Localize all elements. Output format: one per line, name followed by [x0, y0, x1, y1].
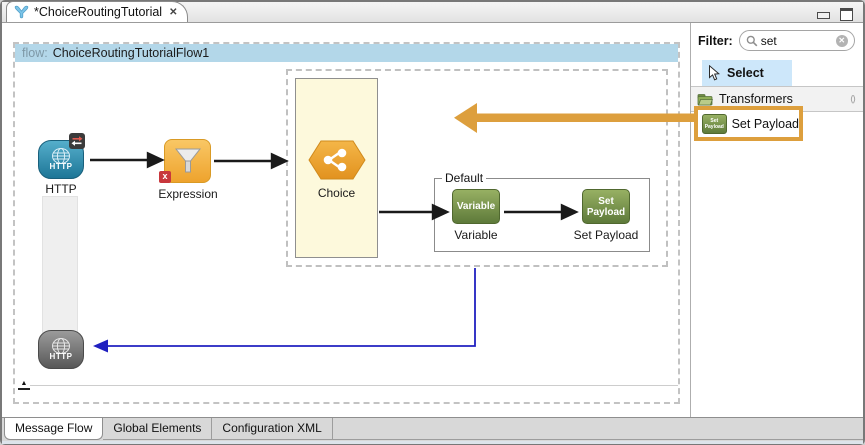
palette-filter-row: Filter: ✕ — [698, 30, 855, 51]
mini-icon-text-1: Set — [710, 117, 719, 124]
maximize-view-icon[interactable] — [840, 8, 853, 21]
search-input[interactable] — [760, 33, 833, 48]
flow-header[interactable]: flow: ChoiceRoutingTutorialFlow1 — [15, 44, 678, 62]
two-way-exchange-icon — [69, 133, 85, 149]
variable-icon-text: Variable — [456, 201, 496, 212]
editor-bottom-tabs: Message Flow Global Elements Configurati… — [2, 417, 863, 441]
mini-icon-text-2: Payload — [704, 123, 724, 130]
bottom-status-strip — [2, 441, 863, 444]
default-route-legend: Default — [442, 171, 487, 185]
tab-global-elements[interactable]: Global Elements — [103, 418, 213, 440]
choice-node-label: Choice — [317, 186, 356, 200]
filter-label: Filter: — [698, 33, 733, 48]
set-payload-transformer-node[interactable]: Set Payload — [582, 189, 630, 224]
set-payload-icon-text-1: Set — [598, 195, 614, 207]
folder-icon — [697, 93, 713, 105]
expression-node-label: Expression — [158, 187, 218, 201]
globe-icon — [52, 338, 70, 354]
choice-router-node[interactable]: Choice — [295, 78, 378, 258]
mule-project-icon — [14, 5, 29, 19]
bottom-tab-filler — [332, 418, 863, 440]
http-icon-text: HTTP — [49, 162, 73, 171]
set-payload-icon-text-2: Payload — [586, 206, 626, 218]
tab-message-flow[interactable]: Message Flow — [4, 418, 104, 440]
flow-name: ChoiceRoutingTutorialFlow1 — [52, 46, 210, 60]
funnel-icon — [174, 148, 201, 173]
lane-collapse-button[interactable]: ▲ — [18, 378, 30, 390]
palette-item-label: Set Payload — [731, 116, 799, 131]
transformers-drawer-label: Transformers — [719, 92, 793, 106]
palette-select-tool[interactable]: Select — [702, 60, 792, 86]
palette-search-box[interactable]: ✕ — [738, 30, 855, 51]
cursor-icon — [709, 65, 721, 81]
lane-divider — [30, 385, 678, 386]
expression-filter-node[interactable] — [164, 139, 211, 183]
editor-tab-strip — [2, 2, 863, 23]
choice-router-icon — [308, 140, 366, 180]
clear-search-icon[interactable]: ✕ — [835, 34, 848, 47]
minimize-view-icon[interactable] — [817, 12, 830, 19]
editor-tab-title: *ChoiceRoutingTutorial — [34, 5, 163, 19]
http-node-label: HTTP — [45, 182, 77, 196]
http-icon-text: HTTP — [49, 352, 73, 361]
editor-tab-choiceroutingtutorial[interactable]: *ChoiceRoutingTutorial ✕ — [6, 1, 189, 22]
variable-node-label: Variable — [454, 228, 498, 242]
select-tool-label: Select — [727, 66, 764, 80]
http-outbound-endpoint-node[interactable]: HTTP — [38, 330, 84, 369]
tab-configuration-xml[interactable]: Configuration XML — [212, 418, 333, 440]
palette-item-set-payload[interactable]: Set Payload Set Payload — [694, 106, 803, 141]
drawer-collapse-icon[interactable]: ⟨⟩ — [849, 93, 856, 104]
search-icon — [746, 35, 758, 46]
set-payload-node-label: Set Payload — [573, 228, 639, 242]
set-payload-palette-icon: Set Payload — [702, 113, 727, 134]
flow-lane-track — [42, 196, 78, 333]
flow-header-prefix: flow: — [22, 46, 48, 60]
globe-icon — [52, 148, 70, 164]
variable-transformer-node[interactable]: Variable — [452, 189, 500, 224]
error-badge-icon: x — [159, 171, 171, 183]
close-tab-icon[interactable]: ✕ — [169, 6, 178, 18]
